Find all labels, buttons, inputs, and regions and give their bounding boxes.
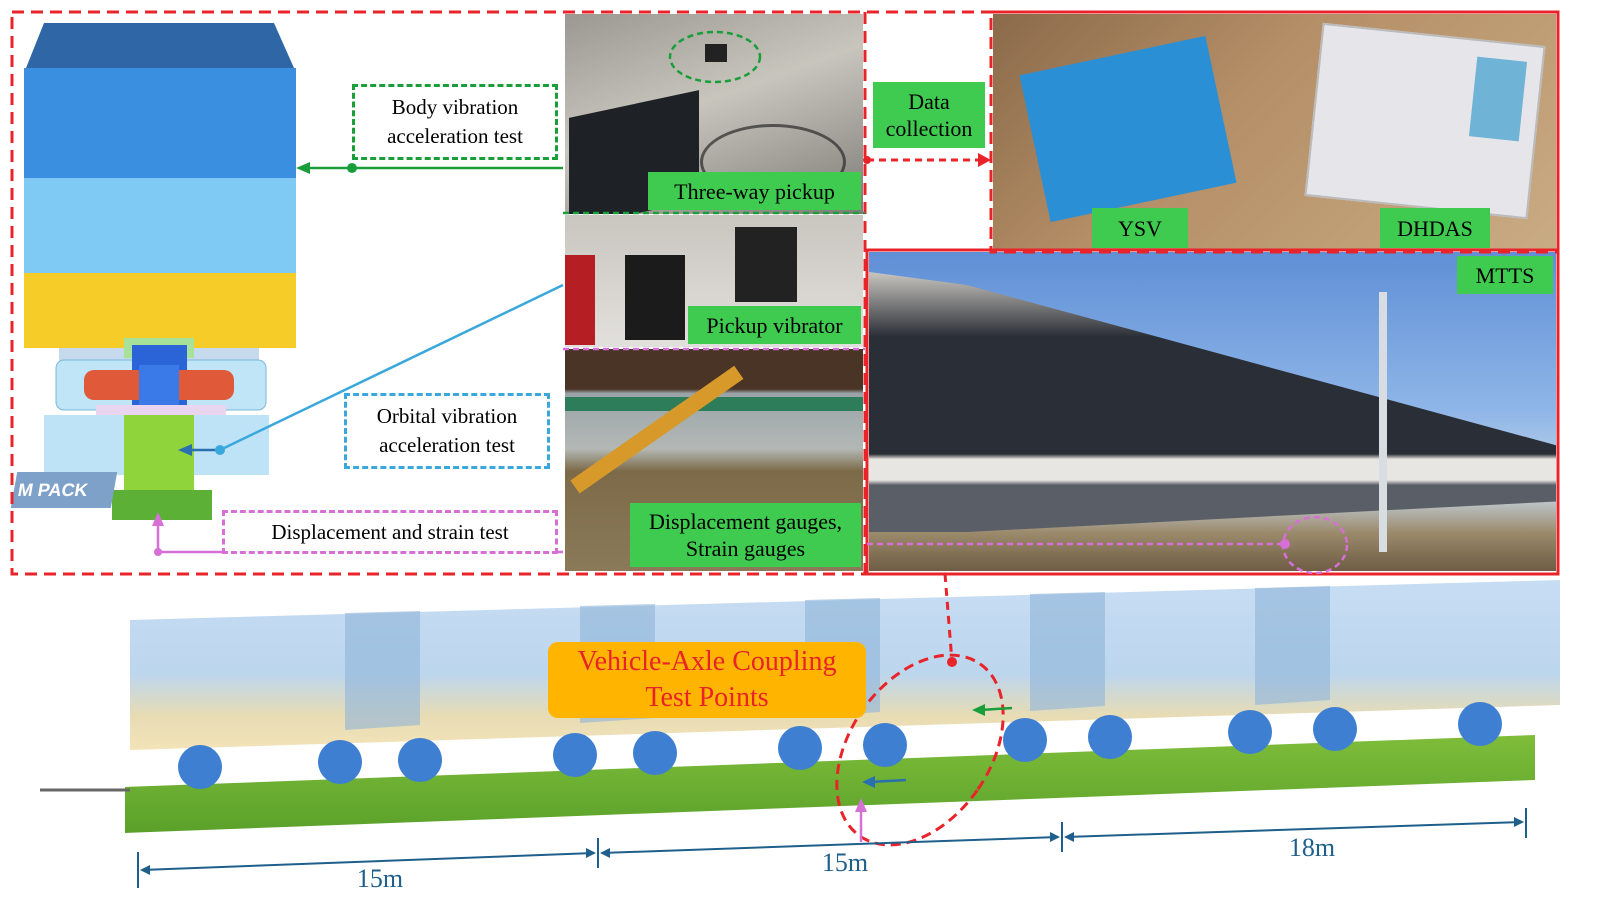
label-ysv: YSV [1092, 208, 1188, 248]
label-dhdas: DHDAS [1380, 208, 1490, 248]
vibrator-unit [625, 255, 685, 340]
cross-section-drawing [24, 23, 296, 520]
green-rail [565, 397, 863, 411]
light-pole [1379, 292, 1387, 552]
pickup-sensor [705, 44, 727, 62]
label-three-way-pickup: Three-way pickup [648, 172, 861, 210]
span-label-1: 15m [356, 864, 404, 893]
label-orbital-vibration-test: Orbital vibration acceleration test [344, 393, 550, 469]
photo-mtts-train [869, 252, 1556, 571]
label-gauges: Displacement gauges, Strain gauges [630, 503, 861, 567]
vehicle-cross-section [14, 20, 304, 530]
label-data-collection: Data collection [873, 82, 985, 148]
label-displacement-strain-test: Displacement and strain test [222, 510, 558, 554]
label-pickup-vibrator: Pickup vibrator [688, 306, 861, 344]
vibrator-box [735, 227, 797, 302]
label-body-vibration-test: Body vibration acceleration test [352, 84, 558, 160]
red-cloth [565, 255, 595, 345]
span-label-2: 15m [821, 848, 869, 877]
label-coupling-test-points: Vehicle-Axle Coupling Test Points [548, 642, 866, 718]
span-label-3: 18m [1288, 833, 1336, 862]
label-mtts: MTTS [1457, 256, 1553, 294]
